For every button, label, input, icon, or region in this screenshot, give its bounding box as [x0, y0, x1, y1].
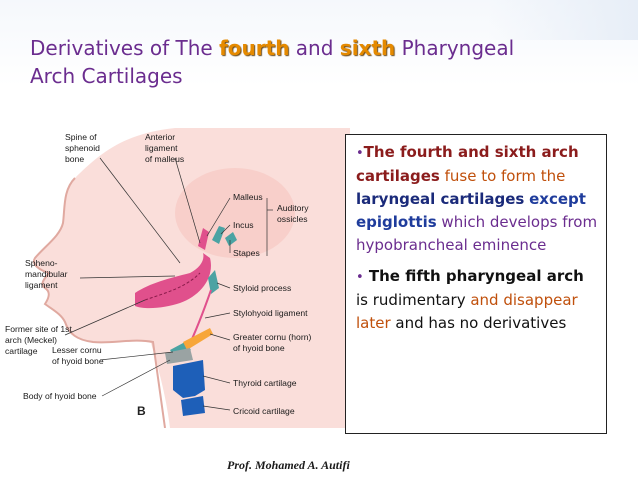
- meckel-dashed: [144, 272, 201, 301]
- label-incus: Incus: [233, 220, 254, 230]
- styloid-process-shape: [208, 270, 219, 294]
- title-suffix: Pharyngeal: [401, 36, 515, 60]
- title-highlight-fourth: fourth: [219, 36, 290, 60]
- panel-letter: B: [137, 404, 146, 418]
- incus-shape: [212, 226, 225, 244]
- stapes-shape: [225, 232, 237, 246]
- p2-disappear: and disappear later: [356, 291, 578, 332]
- footer-author: Prof. Mohamed A. Autifi: [227, 458, 350, 472]
- title-middle: and: [295, 36, 334, 60]
- head-silhouette: [5, 128, 170, 428]
- face-profile-line: [33, 177, 166, 428]
- greater-cornu-shape: [183, 328, 213, 350]
- paragraph-fourth-sixth: •The fourth and sixth arch cartilages fu…: [356, 141, 598, 257]
- label-greater-cornu: Greater cornu (horn)of hyoid bone: [233, 332, 311, 353]
- label-malleus: Malleus: [233, 192, 263, 202]
- title-line2: Arch Cartilages: [30, 64, 183, 88]
- label-thyroid-cartilage: Thyroid cartilage: [233, 378, 297, 388]
- corner-decoration: [488, 0, 638, 40]
- p1-laryngeal: laryngeal cartilages: [356, 190, 525, 208]
- p2-fifth-arch: The fifth pharyngeal arch: [363, 267, 584, 285]
- label-styloid-process: Styloid process: [233, 283, 291, 293]
- bullet-1: •: [356, 146, 364, 161]
- paragraph-fifth-arch: • The fifth pharyngeal arch is rudimenta…: [356, 265, 598, 335]
- label-stapes: Stapes: [233, 248, 260, 258]
- p2-rudimentary: is rudimentary: [356, 291, 471, 309]
- p1-hypobrancheal: which develops from hypobrancheal eminen…: [356, 213, 598, 254]
- p1-fuse: fuse to form the: [439, 167, 566, 185]
- p2-no-derivatives: and has no derivatives: [390, 314, 567, 332]
- bullet-2: •: [356, 270, 364, 285]
- title-highlight-sixth: sixth: [339, 36, 396, 60]
- p1-fourth-sixth: The fourth and sixth arch cartilages: [356, 143, 579, 185]
- ear-region: [175, 168, 295, 258]
- label-body-of-hyoid: Body of hyoid bone: [23, 391, 97, 401]
- label-cricoid-cartilage: Cricoid cartilage: [233, 406, 295, 416]
- leader-lines: [64, 157, 273, 411]
- explanation-textbox: •The fourth and sixth arch cartilages fu…: [345, 134, 607, 434]
- slide-title: Derivatives of The fourth and sixth Phar…: [30, 34, 630, 90]
- thyroid-cartilage-shape: [173, 360, 205, 398]
- p1-except-epiglottis: except epiglottis: [356, 190, 586, 231]
- meckel-cartilage: [135, 253, 211, 309]
- cricoid-cartilage-shape: [181, 396, 205, 416]
- title-prefix: Derivatives of The: [30, 36, 213, 60]
- label-stylohyoid-ligament: Stylohyoid ligament: [233, 308, 308, 318]
- malleus-shape: [198, 228, 209, 250]
